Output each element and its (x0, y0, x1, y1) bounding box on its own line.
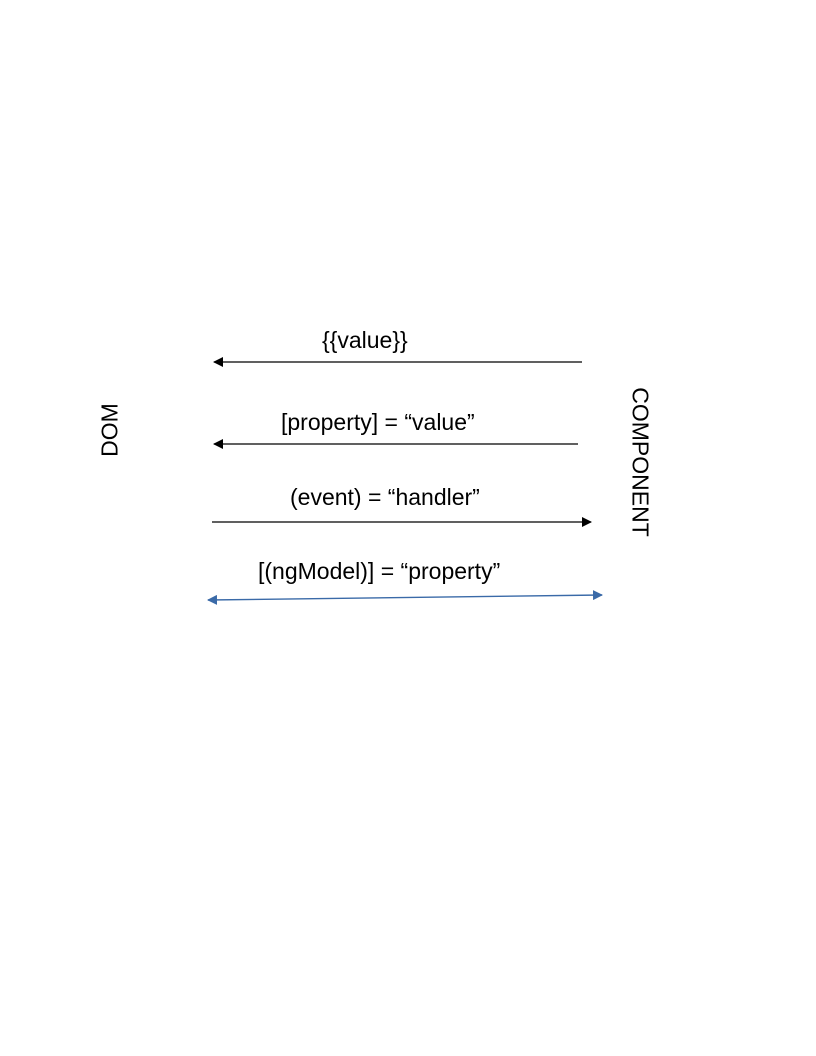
component-label: COMPONENT (627, 387, 654, 537)
two-way-binding-label: [(ngModel)] = “property” (258, 558, 501, 584)
dom-label: DOM (96, 403, 123, 457)
property-binding-label: [property] = “value” (281, 409, 475, 435)
two-way-binding-arrow (207, 590, 603, 605)
interpolation-label: {{value}} (322, 327, 408, 353)
event-binding-label: (event) = “handler” (290, 484, 480, 510)
